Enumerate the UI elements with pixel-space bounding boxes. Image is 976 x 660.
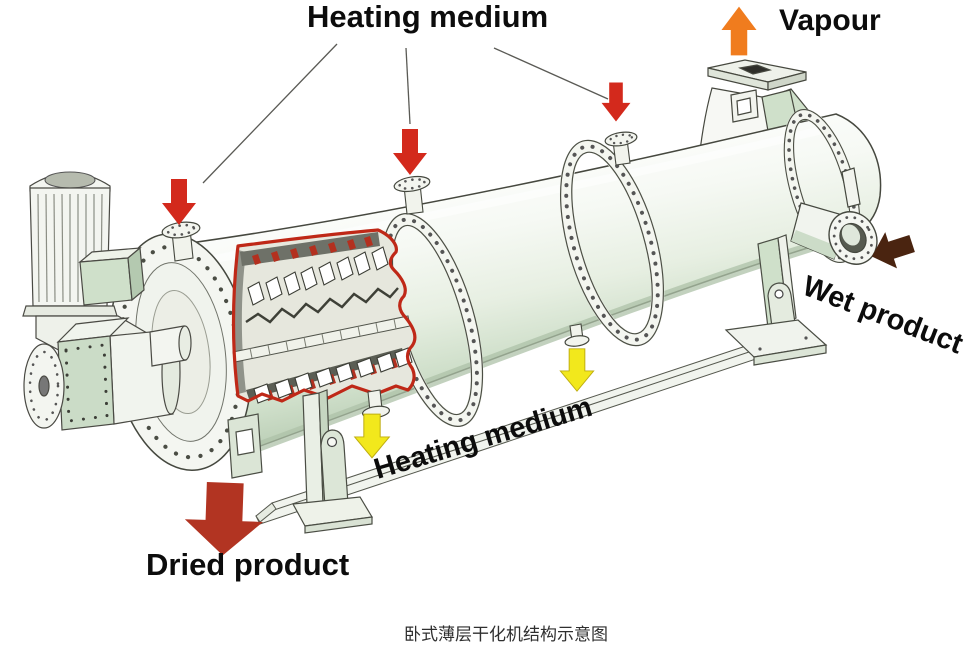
heating-outlet-drain-2 [564, 323, 590, 347]
dried-product-outlet-arrow [183, 481, 265, 557]
leader-lines [202, 43, 609, 184]
heating-medium-top-label: Heating medium [307, 0, 549, 34]
dome-sight-glass [730, 89, 759, 123]
heating-medium-outlet-arrow-2 [559, 348, 595, 392]
support-leg-right [724, 234, 828, 366]
gearbox-bolt-plate [64, 343, 109, 423]
heating-medium-inlet-arrow-3 [601, 82, 631, 122]
heating-medium-inlet-arrow-2 [393, 129, 427, 175]
vapour-dome [697, 59, 822, 169]
vapour-label: Vapour [779, 4, 881, 37]
flange-ring-mid-right [559, 139, 665, 347]
dried-product-label: Dried product [146, 547, 350, 582]
drive-motor [22, 171, 145, 317]
motor-terminal-box [78, 246, 145, 306]
heating-inlet-nozzle-3 [604, 131, 638, 166]
vapour-outlet-slot [738, 64, 773, 75]
diagram-caption: 卧式薄层干化机结构示意图 [404, 625, 608, 644]
heating-inlet-nozzle-1 [161, 221, 201, 262]
heating-medium-inlet-arrow-1 [162, 179, 196, 225]
support-leg-left [227, 389, 373, 534]
cutaway-red-border [231, 228, 417, 403]
cutaway-section [231, 228, 417, 404]
vapour-outlet-arrow [721, 6, 757, 56]
gearbox [23, 315, 192, 431]
leg-plate-cutout [235, 428, 255, 456]
heating-inlet-nozzle-2 [393, 175, 431, 215]
inlet-flange-bolts [832, 215, 874, 261]
wet-inlet-pipe [790, 167, 878, 265]
rotor-coil [245, 287, 399, 324]
motor-fan-grille [44, 171, 96, 189]
